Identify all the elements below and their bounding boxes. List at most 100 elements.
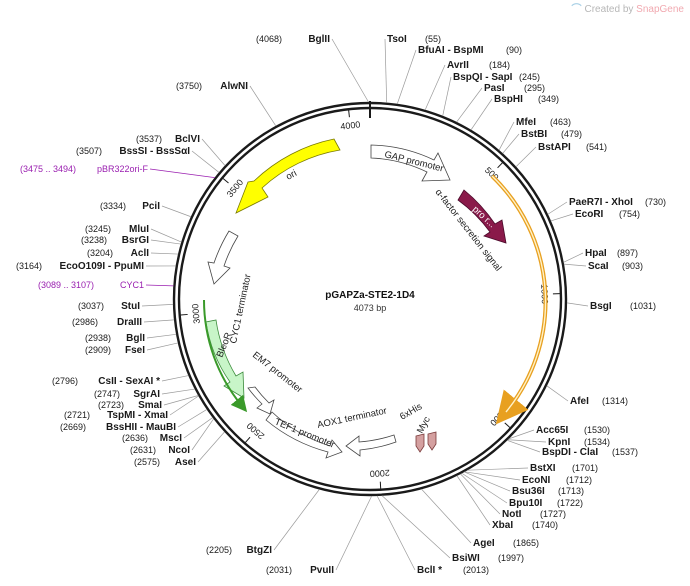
enzyme-site-name[interactable]: BclI * xyxy=(417,565,442,576)
enzyme-site-position: (2013) xyxy=(463,565,489,575)
enzyme-site-name[interactable]: BsgI xyxy=(590,301,612,312)
site-labels: BglII(4068)TsoI(55)BfuAI - BspMI(90)AvrI… xyxy=(16,34,666,576)
enzyme-site-position: (2723) xyxy=(98,400,124,410)
enzyme-site-name[interactable]: StuI xyxy=(121,301,140,312)
enzyme-site-name[interactable]: CsII - SexAI * xyxy=(98,376,160,387)
primer-connector-line xyxy=(145,284,174,287)
enzyme-site-name[interactable]: BstAPI xyxy=(538,142,571,153)
enzyme-site-name[interactable]: TspMI - XmaI xyxy=(107,410,168,421)
enzyme-site-position: (349) xyxy=(538,94,559,104)
enzyme-site-name[interactable]: AvrII xyxy=(447,60,469,71)
tick-mark xyxy=(504,422,511,428)
tick-label: 3000 xyxy=(190,303,202,324)
myc-tag-feature[interactable] xyxy=(427,431,437,451)
gap-promoter-feature[interactable] xyxy=(370,144,451,182)
enzyme-site-position: (1534) xyxy=(584,437,610,447)
enzyme-site-position: (3750) xyxy=(176,81,202,91)
enzyme-site-name[interactable]: BssSI - BssSαI xyxy=(119,146,190,157)
site-connectors xyxy=(141,38,589,571)
enzyme-site-name[interactable]: AlwNI xyxy=(220,81,248,92)
enzyme-site-name[interactable]: PciI xyxy=(142,201,160,212)
enzyme-site-name[interactable]: PvuII xyxy=(310,565,334,576)
enzyme-site-name[interactable]: AseI xyxy=(175,457,196,468)
enzyme-site-name[interactable]: KpnI xyxy=(548,437,570,448)
enzyme-site-name[interactable]: XbaI xyxy=(492,520,513,531)
enzyme-site-name[interactable]: BtgZI xyxy=(246,545,272,556)
site-connector-line xyxy=(150,252,179,255)
enzyme-site-name[interactable]: DraIII xyxy=(117,317,142,328)
site-connector-line xyxy=(424,64,446,111)
enzyme-site-name[interactable]: MluI xyxy=(129,224,149,235)
enzyme-site-name[interactable]: MfeI xyxy=(516,117,536,128)
enzyme-site-name[interactable]: BsrGI xyxy=(122,235,149,246)
enzyme-site-name[interactable]: BstBI xyxy=(521,129,547,140)
enzyme-site-position: (55) xyxy=(425,34,441,44)
enzyme-site-position: (3238) xyxy=(81,235,107,245)
enzyme-site-name[interactable]: BssHII - MauBI xyxy=(106,422,176,433)
tick-label: 2500 xyxy=(245,421,267,442)
snapgene-logo-icon: ⌒ xyxy=(571,4,582,15)
cyc1-terminator-feature[interactable] xyxy=(207,230,239,285)
enzyme-site-name[interactable]: HpaI xyxy=(585,248,607,259)
his-tag-feature[interactable] xyxy=(415,433,425,453)
enzyme-site-name[interactable]: PaeR7I - XhoI xyxy=(569,197,633,208)
enzyme-site-name[interactable]: PasI xyxy=(484,83,505,94)
enzyme-site-name[interactable]: BsiWI xyxy=(452,553,480,564)
site-connector-line xyxy=(381,495,451,559)
enzyme-site-name[interactable]: EcoO109I - PpuMI xyxy=(60,261,145,272)
enzyme-site-name[interactable]: ScaI xyxy=(588,261,609,272)
enzyme-site-name[interactable]: EcoRI xyxy=(575,209,604,220)
site-connector-line xyxy=(563,252,584,263)
enzyme-site-name[interactable]: MscI xyxy=(160,433,182,444)
ori-feature[interactable] xyxy=(235,138,341,214)
enzyme-site-name[interactable]: BfuAI - BspMI xyxy=(418,45,484,56)
enzyme-site-name[interactable]: AclI xyxy=(131,248,150,259)
site-connector-line xyxy=(460,473,501,515)
enzyme-site-name[interactable]: BspQI - SapI xyxy=(453,72,513,83)
site-connector-line xyxy=(150,239,181,245)
enzyme-site-position: (1712) xyxy=(566,475,592,485)
enzyme-site-name[interactable]: BglII xyxy=(308,34,330,45)
site-connector-line xyxy=(467,467,529,471)
tef1-promoter-feature[interactable] xyxy=(265,411,343,459)
enzyme-site-position: (3037) xyxy=(78,301,104,311)
primer-position: (3089 .. 3107) xyxy=(38,280,94,290)
enzyme-site-position: (1865) xyxy=(513,538,539,548)
em7-promoter-feature[interactable] xyxy=(247,386,275,415)
enzyme-site-name[interactable]: EcoNI xyxy=(522,475,551,486)
enzyme-site-name[interactable]: AfeI xyxy=(570,396,589,407)
site-connector-line xyxy=(191,418,214,451)
enzyme-site-position: (184) xyxy=(489,60,510,70)
primer-labels: (3475 .. 3494) pBR322ori-F (3089 .. 3107) C… xyxy=(20,164,215,290)
enzyme-site-name[interactable]: BglI xyxy=(126,333,145,344)
enzyme-site-name[interactable]: NcoI xyxy=(168,445,190,456)
alpha-factor-feature[interactable] xyxy=(457,189,507,244)
enzyme-site-position: (2721) xyxy=(64,410,90,420)
enzyme-site-name[interactable]: BspHI xyxy=(494,94,523,105)
primer-name[interactable]: CYC1 xyxy=(120,280,144,290)
enzyme-site-name[interactable]: Bsu36I xyxy=(512,486,545,497)
enzyme-site-name[interactable]: NotI xyxy=(502,509,522,520)
enzyme-site-position: (1537) xyxy=(612,447,638,457)
enzyme-site-name[interactable]: SmaI xyxy=(138,400,162,411)
primer-name[interactable]: pBR322ori-F xyxy=(97,164,149,174)
enzyme-site-name[interactable]: BclVI xyxy=(175,134,200,145)
enzyme-site-name[interactable]: TsoI xyxy=(387,34,407,45)
enzyme-site-name[interactable]: AgeI xyxy=(473,538,495,549)
aox1-terminator-feature[interactable] xyxy=(345,434,397,457)
enzyme-site-name[interactable]: Bpu10I xyxy=(509,498,543,509)
enzyme-site-name[interactable]: FseI xyxy=(125,345,145,356)
enzyme-site-position: (1997) xyxy=(498,553,524,563)
enzyme-site-position: (2909) xyxy=(85,345,111,355)
enzyme-site-name[interactable]: BspDI - ClaI xyxy=(542,447,598,458)
enzyme-site-name[interactable]: Acc65I xyxy=(536,425,568,436)
enzyme-site-name[interactable]: BstXI xyxy=(530,463,556,474)
primer-position: (3475 .. 3494) xyxy=(20,164,76,174)
site-connector-line xyxy=(470,98,493,131)
enzyme-site-position: (1713) xyxy=(558,486,584,496)
enzyme-site-name[interactable]: SgrAI xyxy=(133,389,160,400)
tick-label: 4000 xyxy=(340,119,361,131)
orf-arrow[interactable] xyxy=(490,174,548,425)
tick-mark xyxy=(222,178,229,184)
site-connector-line xyxy=(384,38,388,103)
